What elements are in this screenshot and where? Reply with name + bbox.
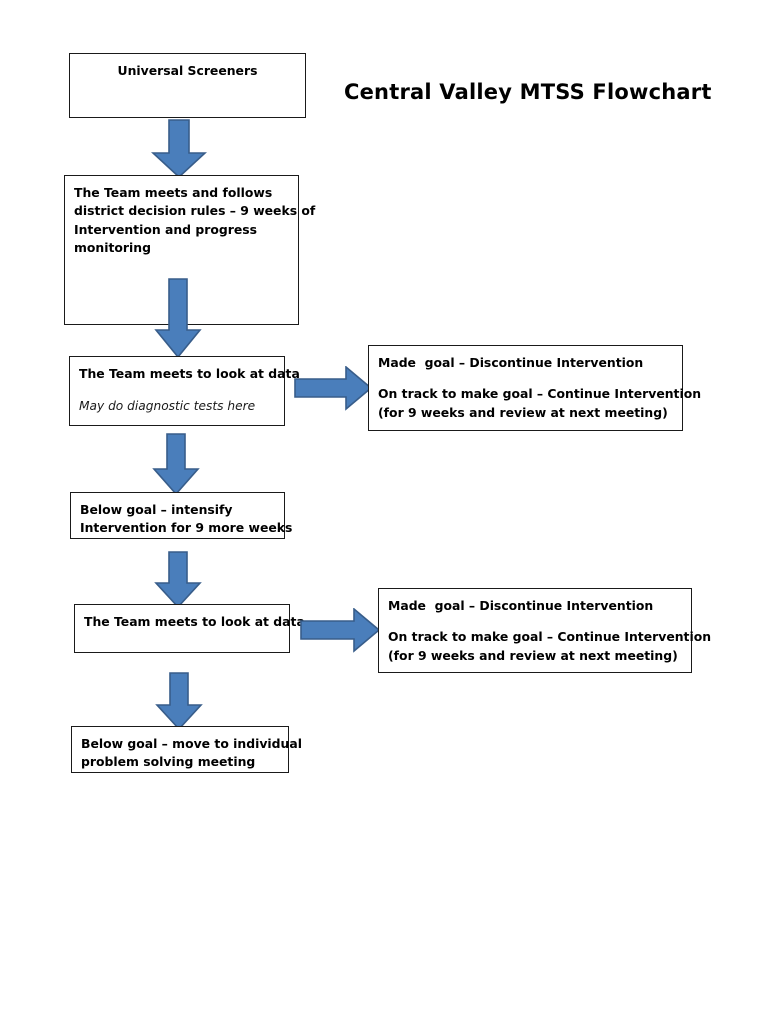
node-line-1: The Team meets and follows — [74, 185, 273, 200]
node-line-2: On track to make goal – Continue Interve… — [388, 629, 712, 645]
node-line-2: On track to make goal – Continue Interve… — [378, 386, 702, 402]
node-line-1: Below goal – intensify — [80, 502, 233, 517]
node-line-3: Intervention and progress — [74, 221, 257, 237]
node-line-1: Made goal – Discontinue Intervention — [388, 598, 654, 613]
node-spacer — [378, 372, 673, 385]
node-spacer — [388, 615, 682, 628]
flowchart-node-universal-screeners[interactable]: Universal Screeners — [69, 53, 306, 118]
node-line-1: Made goal – Discontinue Intervention — [378, 355, 644, 370]
node-line-4: monitoring — [74, 240, 151, 256]
node-line-1: Below goal – move to individual — [81, 736, 302, 751]
right-arrow-icon — [294, 366, 372, 411]
down-arrow-icon — [154, 551, 202, 608]
node-label: Universal Screeners — [117, 63, 258, 78]
node-line-1: The Team meets to look at data — [79, 366, 300, 381]
node-note-diagnostic-tests: May do diagnostic tests here — [79, 399, 256, 414]
down-arrow-icon — [152, 433, 200, 495]
node-line-2: district decision rules – 9 weeks of — [74, 203, 316, 219]
node-line-1: The Team meets to look at data — [84, 614, 305, 629]
flowchart-node-below-goal-intensify[interactable]: Below goal – intensify Intervention for … — [70, 492, 293, 539]
down-arrow-icon — [155, 672, 203, 730]
node-line-2: problem solving meeting — [81, 754, 256, 770]
flowchart-node-outcome-made-goal-2[interactable]: Made goal – Discontinue Intervention On … — [378, 588, 712, 673]
down-arrow-icon — [151, 119, 207, 178]
flowchart-node-below-goal-move-to-individual[interactable]: Below goal – move to individual problem … — [71, 726, 302, 773]
node-line-3: (for 9 weeks and review at next meeting) — [378, 404, 668, 420]
flowchart-node-team-meets-and-follows-rules[interactable]: The Team meets and follows district deci… — [64, 175, 316, 325]
flowchart-node-team-meets-to-look-at-data-1[interactable]: The Team meets to look at data May do di… — [69, 356, 300, 426]
flowchart-node-team-meets-to-look-at-data-2[interactable]: The Team meets to look at data — [74, 604, 305, 653]
down-arrow-icon — [154, 278, 202, 358]
right-arrow-icon — [300, 608, 380, 653]
flowchart-node-outcome-made-goal-1[interactable]: Made goal – Discontinue Intervention On … — [368, 345, 702, 431]
page-title: Central Valley MTSS Flowchart — [344, 80, 712, 104]
node-line-3: (for 9 weeks and review at next meeting) — [388, 647, 678, 663]
node-line-2: Intervention for 9 more weeks — [80, 520, 293, 536]
